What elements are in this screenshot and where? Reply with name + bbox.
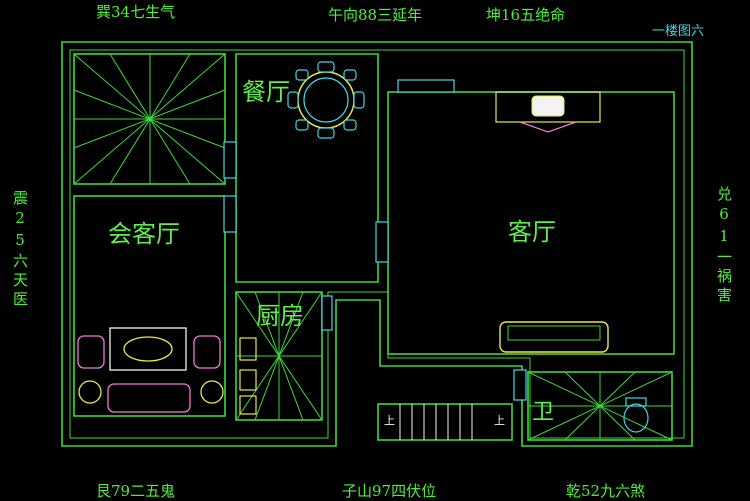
window (223, 195, 237, 233)
direction-label-bottom-left: 艮79二五鬼 (96, 482, 176, 500)
direction-label-bottom-right: 乾52九六煞 (566, 482, 646, 500)
kitchen-fixtures (239, 337, 257, 415)
direction-label-bottom-center: 子山97四伏位 (342, 482, 437, 500)
staircase (399, 404, 473, 440)
feng-shui-compass-bath (527, 371, 673, 441)
room-label-dining: 餐厅 (242, 78, 290, 106)
window (397, 79, 455, 93)
toilet (623, 397, 649, 433)
room-label-bathroom: 卫 (532, 400, 555, 425)
room-label-reception: 会客厅 (108, 220, 180, 248)
wall-reception (73, 195, 226, 417)
direction-label-top-left: 巽34七生气 (96, 3, 176, 21)
feng-shui-compass-kitchen (235, 291, 323, 421)
outer-wall-inner (69, 49, 685, 439)
reception-furniture (77, 327, 224, 413)
corner-title: 一楼图六 (652, 24, 705, 39)
room-label-living: 客厅 (508, 218, 556, 246)
wall-stair (377, 403, 513, 441)
sofa (499, 321, 609, 353)
stair-up-left: 上 (384, 414, 395, 427)
window (375, 221, 389, 263)
room-label-kitchen: 厨房 (256, 302, 304, 330)
stair-up-right: 上 (494, 414, 505, 427)
direction-label-top-center: 午向88三延年 (328, 6, 423, 24)
window (513, 369, 527, 401)
dining-table (287, 61, 365, 139)
feng-shui-compass-topleft (73, 53, 226, 185)
outer-wall (61, 41, 693, 447)
window (223, 141, 237, 179)
direction-label-top-right: 坤16五绝命 (486, 6, 566, 24)
window (321, 295, 333, 331)
direction-label-right: 兑61一祸害 (715, 186, 733, 306)
tv-cabinet (495, 91, 601, 133)
direction-label-left: 震25六天医 (11, 190, 29, 310)
